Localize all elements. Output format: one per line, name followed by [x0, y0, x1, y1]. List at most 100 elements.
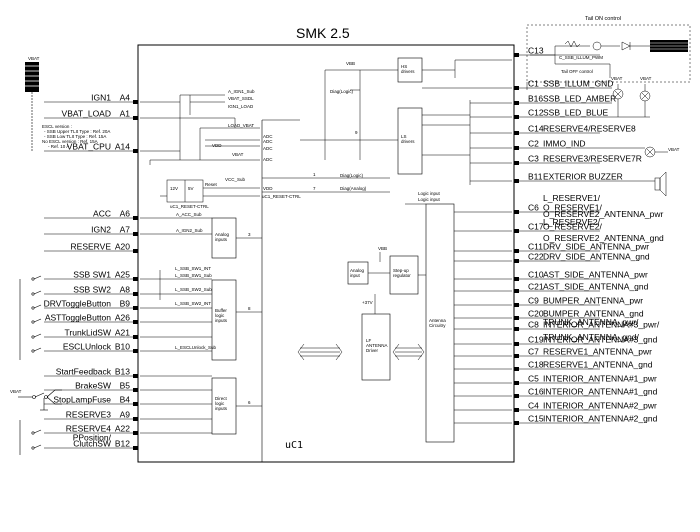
right-pin-terminal: [514, 210, 519, 214]
right-pin-number: C22: [528, 252, 544, 262]
reset-label: Reset: [205, 182, 218, 187]
v5-label: 5V: [188, 186, 194, 191]
logic-input-2: Logic input: [418, 197, 441, 202]
vdd-label: VDD: [212, 143, 222, 148]
right-pin-name: RESERVE4/RESERVE8: [543, 124, 636, 134]
escl-note: ESCL version : - SSB Upper TLIt Type : R…: [42, 124, 111, 149]
right-pin-0: C13: [514, 46, 600, 57]
right-pin-14: C9 BUMPER_ANTENNA_pwr: [514, 296, 643, 307]
right-pin-terminal: [514, 53, 519, 57]
num-3: 3: [248, 232, 251, 237]
diagram-title: SMK 2.5: [296, 25, 350, 41]
right-pin-name: INTERIOR_ANTENNA#1_gnd: [543, 387, 658, 397]
right-extra-text: L_RESERVE1/O_RESERVE2_ANTENNA_pwrL_RESER…: [543, 193, 664, 342]
left-pin-terminal: [133, 249, 138, 253]
right-pin-name: O_RESERVE2/: [543, 222, 603, 232]
right-pin-terminal: [514, 354, 519, 358]
left-pin-name: BrakeSW: [75, 381, 111, 391]
left-pin-terminal: [133, 349, 138, 353]
right-pin-number: C9: [528, 296, 539, 306]
left-pin-number: B13: [115, 367, 130, 377]
right-pin-name: EXTERIOR BUZZER: [543, 172, 623, 182]
vbat-bottom-label: VBAT: [10, 389, 22, 394]
right-pin-terminal: [514, 327, 519, 331]
right-pin-number: C4: [528, 401, 539, 411]
left-pin-name: RESERVE4: [66, 424, 111, 434]
ic-label: uC1: [285, 440, 303, 451]
right-pin-name: RESERVE3/RESERVE7R: [543, 154, 642, 164]
left-pin-terminal: [133, 100, 138, 104]
vdd-2: VDD: [263, 186, 273, 191]
right-pin-terminal: [514, 131, 519, 135]
adc-1: ADC: [263, 134, 273, 139]
buffer-logic-block: [140, 270, 262, 361]
uc1-reset-note: uC1_RESET-CTRL: [170, 204, 209, 209]
right-pin-name: RESERVE1_ANTENNA_gnd: [543, 360, 653, 370]
right-extra-label: O_RESERVE2_ANTENNA_pwr: [543, 209, 663, 219]
left-pin-name: DRVToggleButton: [44, 299, 112, 309]
left-pin-terminal: [133, 446, 138, 450]
left-pin-terminal: [133, 277, 138, 281]
right-pin-number: C19: [528, 335, 544, 345]
left-pin-name: RESERVE: [71, 242, 112, 252]
diag-logic: Diag(Logic): [340, 173, 364, 178]
ign1-load: IGN1_LOAD: [228, 104, 254, 109]
left-pin-name: SSB SW1: [73, 270, 111, 280]
right-pin-number: C2: [528, 139, 539, 149]
left-pin-number: A21: [115, 328, 130, 338]
left-switches: [19, 275, 42, 455]
right-pin-name: AST_SIDE_ANTENNA_gnd: [543, 282, 649, 292]
right-pin-number: C21: [528, 282, 544, 292]
right-pin-terminal: [514, 277, 519, 281]
brake-switch: [18, 389, 62, 411]
left-pin-terminal: [133, 417, 138, 421]
right-pin-name: INTERIOR_ANTENNA#2_pwr: [543, 401, 657, 411]
right-pin-terminal: [514, 229, 519, 233]
right-pin-name: BUMPER_ANTENNA_gnd: [543, 309, 644, 319]
tail-control-box: Tail ON control Tail OFF control C_SSB_I…: [526, 16, 691, 90]
left-pin-terminal: [133, 232, 138, 236]
vbb-label: VBB: [378, 246, 387, 251]
right-pin-number: B11: [528, 172, 543, 182]
l-ssb-sw2-int: L_SSB_SW2_INT: [175, 301, 211, 306]
a-ign2-sub: A_IGN2_Sub: [176, 228, 203, 233]
left-pin-number: A6: [120, 209, 131, 219]
vcc-sub: VCC_Sub: [225, 177, 246, 182]
left-pin-terminal: [133, 374, 138, 378]
left-pin-number: B5: [120, 381, 131, 391]
left-pin-name: ASTToggleButton: [45, 313, 111, 323]
right-pin-number: C13: [528, 46, 544, 56]
vbb-top: VBB: [346, 61, 355, 66]
right-pin-name: DRV_SIDE_ANTENNA_pwr: [543, 242, 649, 252]
right-extra-label: O_RESERVE2_ANTENNA_gnd: [543, 233, 664, 243]
num-1: 1: [313, 172, 316, 177]
num-6: 6: [248, 400, 251, 405]
vbat-left-label: VBAT: [28, 56, 40, 61]
left-pin-terminal: [133, 388, 138, 392]
left-pin-number: A8: [120, 285, 131, 295]
vbat-right-2: VBAT: [640, 76, 652, 81]
left-pin-name: RESERVE3: [66, 410, 111, 420]
diag-logic-2: Diag(Logic): [330, 89, 354, 94]
right-pin-name: SSB_LED_AMBER: [543, 94, 616, 104]
right-pin-name: BUMPER_ANTENNA_pwr: [543, 296, 643, 306]
